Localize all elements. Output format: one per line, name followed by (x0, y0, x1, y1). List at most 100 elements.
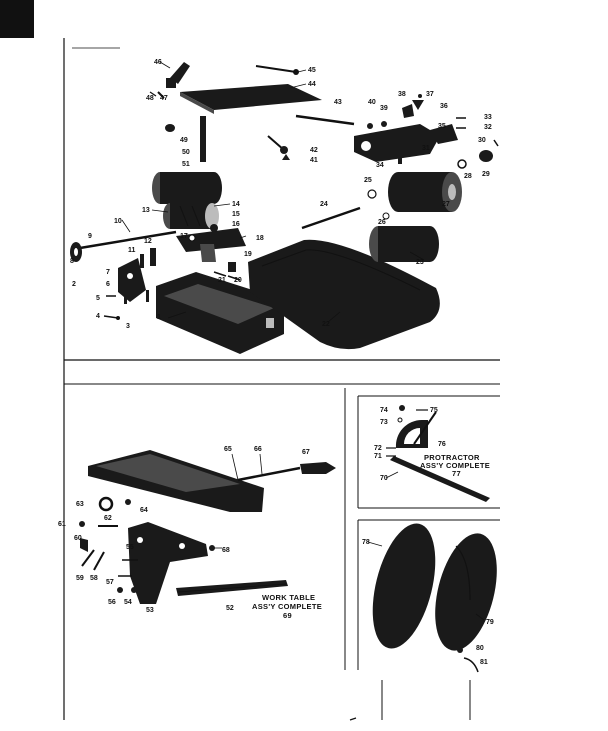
part-label: 22 (322, 321, 330, 328)
part-label: 78 (362, 539, 370, 546)
part-label: 62 (104, 515, 112, 522)
part-label: 43 (334, 99, 342, 106)
part-label: 1 (157, 314, 161, 321)
part-label: 47 (160, 95, 168, 102)
part-label: 8 (70, 258, 74, 265)
part-label: 80 (476, 645, 484, 652)
part-label: 74 (380, 407, 388, 414)
part-label: 58 (90, 575, 98, 582)
leader-lines (121, 61, 485, 621)
part-label: 31 (422, 145, 430, 152)
part-label: 24 (320, 201, 328, 208)
part-label: 6 (106, 281, 110, 288)
protractor-caption-line1: PROTRACTOR (424, 453, 480, 462)
part-label: 2 (72, 281, 76, 288)
part-label: 37 (426, 91, 434, 98)
part-label: 5 (96, 295, 100, 302)
part-label: 12 (144, 238, 152, 245)
part-label: 48 (146, 95, 154, 102)
work-table-caption-line1: WORK TABLE (262, 593, 315, 602)
part-label: 63 (76, 501, 84, 508)
part-label: 46 (154, 59, 162, 66)
protractor-caption-line2: ASS'Y COMPLETE (420, 461, 490, 470)
part-label: 34 (376, 162, 384, 169)
part-label: 76 (438, 441, 446, 448)
part-label: 56 (108, 599, 116, 606)
part-label: 33 (484, 114, 492, 121)
part-label: 21 (218, 277, 226, 284)
part-label: 41 (310, 157, 318, 164)
part-label: 65 (224, 446, 232, 453)
protractor-labels: 70 71 72 73 74 75 76 PROTRACTOR ASS'Y CO… (374, 407, 490, 482)
sanding-disc-part (372, 523, 436, 649)
part-label: 49 (180, 137, 188, 144)
part-label: 38 (398, 91, 406, 98)
part-label: 42 (310, 147, 318, 154)
part-label: 81 (480, 659, 488, 666)
part-label: 25 (364, 177, 372, 184)
part-label: 68 (222, 547, 230, 554)
sanding-belt-part (248, 239, 440, 350)
frame-lines (63, 38, 500, 721)
part-label: 7 (106, 269, 110, 276)
disc-labels: 78 79 80 81 (362, 539, 494, 666)
part-label: 66 (254, 446, 262, 453)
top-plate-part (180, 84, 322, 110)
part-label: 11 (128, 247, 136, 254)
part-label: 79 (486, 619, 494, 626)
part-label: 16 (232, 221, 240, 228)
protractor-caption-number: 77 (452, 469, 461, 478)
part-label: 29 (482, 171, 490, 178)
part-label: 59 (76, 575, 84, 582)
part-label: 75 (430, 407, 438, 414)
part-label: 19 (244, 251, 252, 258)
part-label: 53 (146, 607, 154, 614)
part-label: 23 (416, 259, 424, 266)
work-table-caption-line2: ASS'Y COMPLETE (252, 602, 322, 611)
part-label: 10 (114, 218, 122, 225)
part-label: 67 (302, 449, 310, 456)
part-label: 15 (232, 211, 240, 218)
part-label: 17 (180, 233, 188, 240)
part-label: 61 (58, 521, 66, 528)
part-label: 50 (182, 149, 190, 156)
work-table-caption-number: 69 (283, 611, 292, 620)
part-label: 55 (126, 544, 134, 551)
part-label: 39 (380, 105, 388, 112)
part-label: 52 (226, 605, 234, 612)
part-label: 72 (374, 445, 382, 452)
part-label: 13 (142, 207, 150, 214)
part-label: 64 (140, 507, 148, 514)
part-label: 27 (442, 201, 450, 208)
part-label: 3 (126, 323, 130, 330)
disc-plate-part (435, 533, 497, 651)
part-label: 4 (96, 313, 100, 320)
part-label: 26 (378, 219, 386, 226)
part-label: 14 (232, 201, 240, 208)
part-label: 54 (124, 599, 132, 606)
part-label: 57 (106, 579, 114, 586)
upper-sander-assembly (70, 62, 499, 354)
part-label: 36 (440, 103, 448, 110)
part-label: 51 (182, 161, 190, 168)
part-label: 28 (464, 173, 472, 180)
part-label: 9 (88, 233, 92, 240)
part-label: 35 (438, 123, 446, 130)
disc-assembly (372, 523, 497, 673)
work-table-assembly (79, 450, 336, 604)
part-label: 70 (380, 475, 388, 482)
upper-assembly-labels: 1 2 3 4 5 6 7 8 9 10 11 12 13 14 15 16 1… (70, 59, 492, 330)
part-label: 44 (308, 81, 316, 88)
work-table-labels: 52 53 54 55 56 57 58 59 60 61 62 63 64 6… (58, 446, 322, 620)
part-label: 45 (308, 67, 316, 74)
part-label: 40 (368, 99, 376, 106)
part-label: 60 (74, 535, 82, 542)
part-label: 30 (478, 137, 486, 144)
part-label: 71 (374, 453, 382, 460)
part-label: 73 (380, 419, 388, 426)
registration-mark (0, 0, 34, 38)
part-label: 32 (484, 124, 492, 131)
part-label: 20 (234, 277, 242, 284)
protractor-assembly (386, 405, 490, 502)
